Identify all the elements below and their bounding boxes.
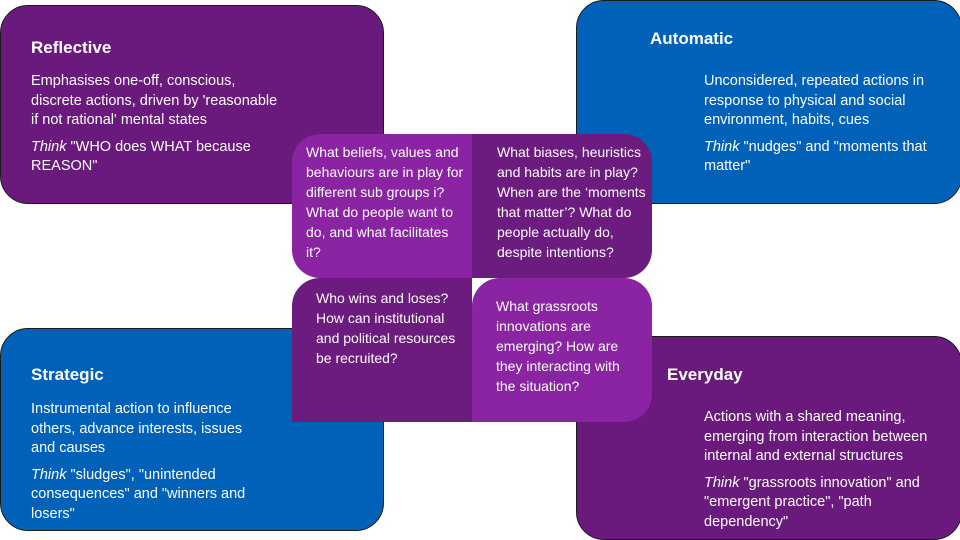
automatic-title: Automatic — [650, 29, 734, 48]
reflective-think-word: Think — [31, 138, 67, 155]
question-biases-text: What biases, heuristics and habits are i… — [497, 144, 646, 260]
question-box-grassroots: What grassroots innovations are emerging… — [472, 278, 652, 422]
reflective-body: Emphasises one-off, conscious, discrete … — [31, 72, 281, 177]
reflective-title: Reflective — [31, 38, 112, 57]
automatic-quadrant: Automatic Unconsidered, repeated actions… — [576, 0, 960, 204]
everyday-think-word: Think — [704, 474, 740, 491]
automatic-think: Think "nudges" and "moments that matter" — [704, 138, 944, 177]
reflective-think: Think "WHO does WHAT because REASON" — [31, 138, 281, 177]
question-beliefs-text: What beliefs, values and behaviours are … — [306, 144, 464, 260]
strategic-quadrant: Strategic Instrumental action to influen… — [0, 328, 384, 531]
strategic-body: Instrumental action to influence others,… — [31, 400, 261, 524]
automatic-body: Unconsidered, repeated actions in respon… — [704, 72, 944, 177]
everyday-think-text: "grassroots innovation" and "emergent pr… — [704, 474, 920, 530]
question-winners-text: Who wins and loses? How can institutiona… — [316, 290, 456, 366]
question-box-biases: What biases, heuristics and habits are i… — [472, 134, 652, 278]
everyday-description: Actions with a shared meaning, emerging … — [704, 409, 928, 464]
reflective-description: Emphasises one-off, conscious, discrete … — [31, 73, 278, 128]
everyday-body: Actions with a shared meaning, emerging … — [704, 408, 944, 532]
everyday-title: Everyday — [667, 365, 743, 384]
question-box-winners: Who wins and loses? How can institutiona… — [292, 278, 472, 422]
strategic-title: Strategic — [31, 365, 104, 384]
everyday-think: Think "grassroots innovation" and "emerg… — [704, 474, 944, 533]
strategic-description: Instrumental action to influence others,… — [31, 401, 243, 456]
reflective-quadrant: Reflective Emphasises one-off, conscious… — [0, 5, 384, 204]
strategic-think-word: Think — [31, 466, 67, 483]
question-grassroots-text: What grassroots innovations are emerging… — [496, 298, 620, 394]
automatic-think-text: "nudges" and "moments that matter" — [704, 138, 927, 175]
strategic-think-text: "sludges", "unintended consequences" and… — [31, 466, 246, 522]
reflective-think-text: "WHO does WHAT because REASON" — [31, 138, 251, 175]
strategic-think: Think "sludges", "unintended consequence… — [31, 466, 261, 525]
question-box-beliefs: What beliefs, values and behaviours are … — [292, 134, 472, 278]
automatic-think-word: Think — [704, 138, 740, 155]
automatic-description: Unconsidered, repeated actions in respon… — [704, 73, 925, 128]
